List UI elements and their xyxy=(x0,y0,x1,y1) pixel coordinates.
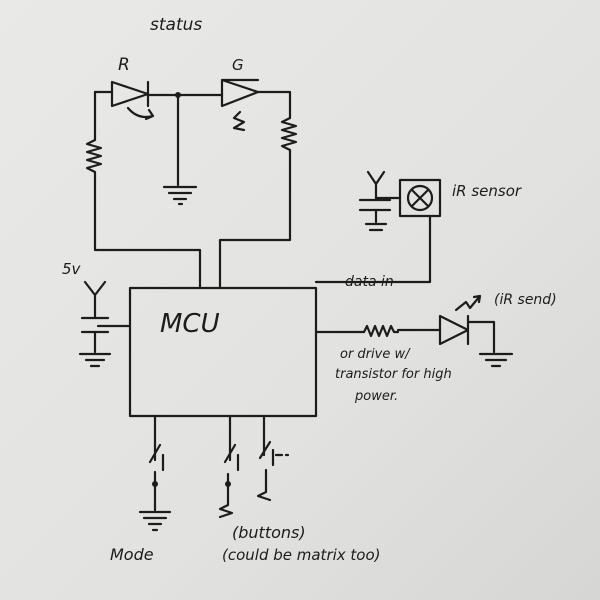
ir-sensor: iR sensor data in xyxy=(314,170,522,290)
led-red-label: R xyxy=(118,55,130,75)
led-red xyxy=(110,80,150,108)
data-in-label: data in xyxy=(345,274,394,290)
resistor-left xyxy=(85,138,103,182)
status-led-network xyxy=(85,78,298,290)
ground-supply xyxy=(78,352,112,368)
mcu-block: MCU xyxy=(128,286,318,418)
power-supply: 5v xyxy=(62,260,132,368)
capacitor xyxy=(80,316,110,334)
ir-sensor-label: iR sensor xyxy=(452,182,522,200)
buttons-label: (buttons) xyxy=(232,523,306,542)
ir-send: (iR send) or drive w/ transistor for hig… xyxy=(314,292,557,404)
mcu-label: MCU xyxy=(160,309,220,339)
buttons: Mode (buttons) (could be matrix too) xyxy=(110,414,381,564)
matrix-note: (could be matrix too) xyxy=(222,546,381,564)
transistor-note-2: transistor for high xyxy=(335,367,452,382)
ground-status xyxy=(162,185,198,206)
led-green-label: G xyxy=(232,56,244,74)
resistor-right xyxy=(280,116,298,152)
ground-ir xyxy=(478,352,514,368)
status-title: status xyxy=(150,15,202,35)
mode-label: Mode xyxy=(110,545,154,564)
ir-send-label: (iR send) xyxy=(494,292,557,308)
ir-led xyxy=(438,314,470,346)
transistor-note-1: or drive w/ xyxy=(340,347,411,362)
supply-label: 5v xyxy=(62,260,82,278)
led-green xyxy=(220,78,260,108)
transistor-note-3: power. xyxy=(354,389,398,404)
resistor-ir xyxy=(362,324,400,338)
